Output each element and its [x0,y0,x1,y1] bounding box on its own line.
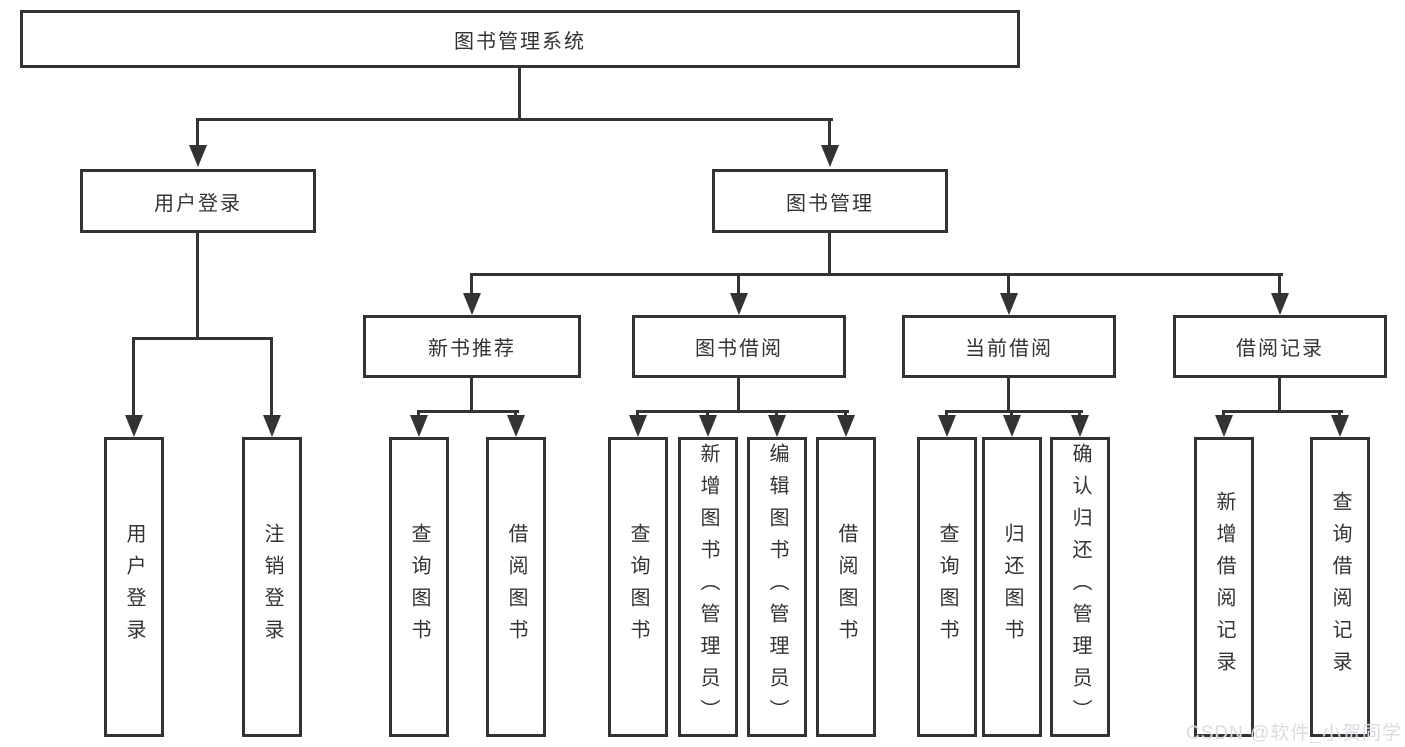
node-label: 用户登录 [123,523,145,651]
connector-line [1278,273,1281,295]
leaf-confirm-return-admin: 确认归还（管理员） [1050,437,1110,737]
connector-line [737,378,740,413]
connector-line [1010,410,1013,418]
connector-line [1338,410,1341,418]
arrow-down-icon [938,415,956,437]
node-book-borrow: 图书借阅 [632,315,846,378]
node-label: 用户登录 [154,192,242,215]
node-book-management: 图书管理 [712,169,948,233]
arrow-down-icon [263,415,281,437]
node-label: 新书推荐 [428,338,516,360]
node-label: 图书管理系统 [454,30,586,53]
connector-line [706,410,709,418]
arrow-down-icon [730,293,748,315]
node-label: 当前借阅 [965,338,1053,360]
arrow-down-icon [1003,415,1021,437]
connector-line [417,410,420,418]
leaf-query-books-current: 查询图书 [917,437,977,737]
csdn-watermark: CSDN @软件_小贺同学 [1186,723,1402,744]
leaf-query-books-recommend: 查询图书 [389,437,449,737]
connector-line [1078,410,1081,418]
arrow-down-icon [1271,293,1289,315]
arrow-down-icon [821,145,839,167]
node-current-borrow: 当前借阅 [902,315,1116,378]
connector-line [196,118,833,121]
node-label: 归还图书 [1001,523,1023,651]
node-new-book-recommend: 新书推荐 [363,315,581,378]
leaf-query-borrow-record: 查询借阅记录 [1310,437,1370,737]
connector-line [270,337,273,417]
node-label: 注销登录 [261,523,283,651]
connector-line [1007,378,1010,413]
node-root-system: 图书管理系统 [20,10,1020,68]
connector-line [775,410,778,418]
connector-line [470,273,1283,276]
arrow-down-icon [1071,415,1089,437]
connector-line [636,410,849,413]
connector-line [514,410,517,418]
node-label: 查询图书 [408,523,430,651]
leaf-return-books: 归还图书 [982,437,1042,737]
arrow-down-icon [768,415,786,437]
arrow-down-icon [463,293,481,315]
arrow-down-icon [125,415,143,437]
connector-line [518,68,521,121]
node-label: 借阅记录 [1236,338,1324,360]
arrow-down-icon [629,415,647,437]
connector-line [1222,410,1225,418]
arrow-down-icon [507,415,525,437]
leaf-add-borrow-record: 新增借阅记录 [1194,437,1254,737]
node-label: 确认归还（管理员） [1069,443,1091,731]
connector-line [196,233,199,337]
arrow-down-icon [699,415,717,437]
connector-line [1278,378,1281,413]
connector-line [1007,273,1010,295]
connector-line [844,410,847,418]
node-label: 查询借阅记录 [1329,491,1351,683]
connector-line [636,410,639,418]
node-label: 编辑图书（管理员） [766,443,788,731]
connector-line [196,118,199,147]
node-borrow-records: 借阅记录 [1173,315,1387,378]
node-label: 借阅图书 [505,523,527,651]
arrow-down-icon [189,145,207,167]
arrow-down-icon [1215,415,1233,437]
connector-line [132,337,273,340]
leaf-add-books-admin: 新增图书（管理员） [678,437,738,737]
connector-line [470,378,473,413]
leaf-borrow-books: 借阅图书 [816,437,876,737]
connector-line [828,118,831,147]
arrow-down-icon [1000,293,1018,315]
connector-line [945,410,948,418]
leaf-logout: 注销登录 [242,437,302,737]
leaf-borrow-books-recommend: 借阅图书 [486,437,546,737]
arrow-down-icon [837,415,855,437]
connector-line [417,410,519,413]
node-label: 借阅图书 [835,523,857,651]
node-label: 新增借阅记录 [1213,491,1235,683]
arrow-down-icon [1331,415,1349,437]
node-label: 查询图书 [936,523,958,651]
connector-line [1222,410,1343,413]
node-user-login: 用户登录 [80,169,316,233]
leaf-edit-books-admin: 编辑图书（管理员） [747,437,807,737]
arrow-down-icon [410,415,428,437]
connector-line [470,273,473,295]
connector-line [132,337,135,417]
leaf-query-books-borrow: 查询图书 [608,437,668,737]
node-label: 图书借阅 [695,338,783,360]
node-label: 图书管理 [786,192,874,215]
connector-line [737,273,740,295]
connector-line [945,410,1083,413]
leaf-user-login: 用户登录 [104,437,164,737]
node-label: 查询图书 [627,523,649,651]
node-label: 新增图书（管理员） [697,443,719,731]
connector-line [828,233,831,273]
